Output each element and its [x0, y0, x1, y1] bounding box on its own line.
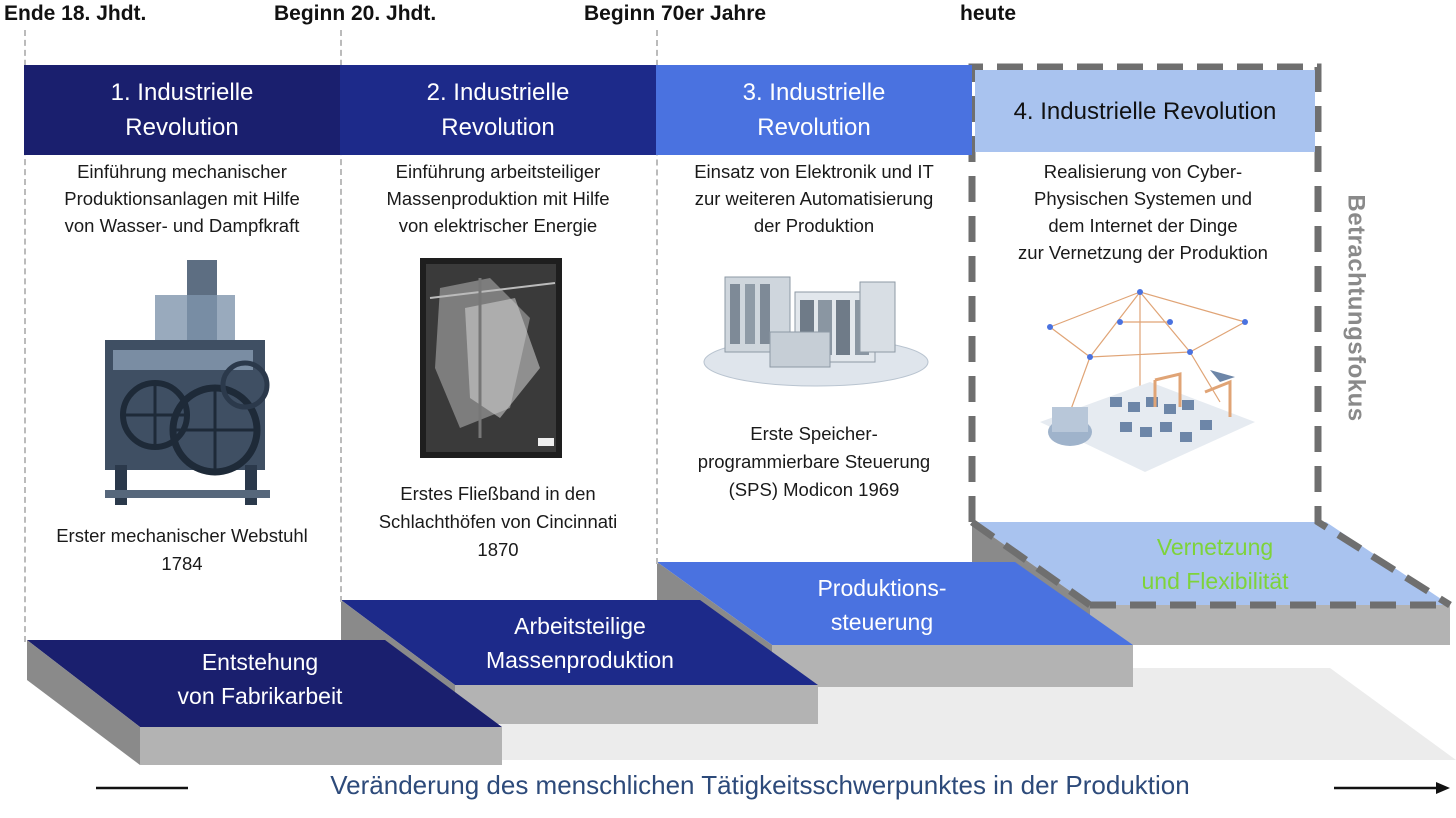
- revolution-3-title-line2: Revolution: [757, 114, 871, 141]
- step-label-line: und Flexibilität: [1141, 568, 1289, 594]
- focus-label: Betrachtungsfokus: [1343, 194, 1371, 422]
- revolution-1-description: Einführung mechanischer Produktionsanlag…: [24, 158, 340, 239]
- step2-front: [455, 685, 818, 724]
- step-label-line: Massenproduktion: [486, 647, 674, 673]
- step4-front: [1090, 605, 1450, 645]
- arrow-head: [1436, 782, 1450, 794]
- description-line: Einsatz von Elektronik und IT: [694, 161, 934, 182]
- column-divider: [656, 30, 658, 564]
- revolution-3-caption: Erste Speicher- programmierbare Steuerun…: [656, 420, 972, 504]
- revolution-2-description: Einführung arbeitsteiliger Massenprodukt…: [340, 158, 656, 239]
- step-1-label: Entstehung von Fabrikarbeit: [130, 645, 390, 713]
- step-2-label: Arbeitsteilige Massenproduktion: [450, 609, 710, 677]
- era-label-2: Beginn 20. Jhdt.: [274, 2, 437, 25]
- step-label-line: Vernetzung: [1156, 534, 1274, 560]
- description-line: Realisierung von Cyber-: [1043, 161, 1243, 182]
- step-4-label: Vernetzung und Flexibilität: [1085, 530, 1345, 598]
- revolution-2-caption: Erstes Fließband in den Schlachthöfen vo…: [340, 480, 656, 564]
- description-line: der Produktion: [753, 215, 875, 236]
- description-line: von elektrischer Energie: [398, 215, 598, 236]
- caption-line: Schlachthöfen von Cincinnati: [378, 511, 618, 532]
- caption-line: Erstes Fließband in den: [400, 483, 596, 504]
- caption-line: 1870: [477, 539, 519, 560]
- step1-top: [27, 640, 502, 727]
- step-label-line: von Fabrikarbeit: [177, 683, 343, 709]
- revolution-4-title: 4. Industrielle Revolution: [1013, 97, 1277, 125]
- step-label-line: Entstehung: [201, 649, 319, 675]
- revolution-4-header: 4. Industrielle Revolution: [975, 70, 1315, 152]
- focus-label-container: Betrachtungsfokus: [1339, 178, 1373, 438]
- revolution-2-header: 2. Industrielle Revolution: [340, 65, 656, 155]
- caption-line: 1784: [161, 553, 203, 574]
- caption-line: programmierbare Steuerung: [697, 451, 931, 472]
- step1-side: [27, 640, 140, 765]
- era-label-4: heute: [960, 2, 1017, 25]
- revolution-1-caption: Erster mechanischer Webstuhl 1784: [24, 522, 340, 578]
- slaughterhouse-photo: [420, 258, 562, 458]
- step4-top: [972, 522, 1450, 605]
- caption-line: Erste Speicher-: [750, 423, 878, 444]
- description-line: Massenproduktion mit Hilfe: [386, 188, 610, 209]
- description-line: Einführung mechanischer: [77, 161, 287, 182]
- plc-modules-image: [703, 276, 929, 387]
- revolution-3-header: 3. Industrielle Revolution: [656, 65, 972, 155]
- revolution-1-header: 1. Industrielle Revolution: [24, 65, 340, 155]
- revolution-3-title-line1: 3. Industrielle: [742, 79, 886, 106]
- step-label-line: Produktions-: [817, 575, 947, 601]
- revolution-1-title-line2: Revolution: [125, 114, 239, 141]
- description-line: zur Vernetzung der Produktion: [1018, 242, 1268, 263]
- revolution-2-title-line1: 2. Industrielle: [426, 79, 570, 106]
- bottom-caption: Veränderung des menschlichen Tätigkeitss…: [330, 770, 1190, 800]
- description-line: zur weiteren Automatisierung: [694, 188, 934, 209]
- mechanical-loom-image: [105, 260, 270, 505]
- step-3-label: Produktions- steuerung: [752, 571, 1012, 639]
- column-divider: [340, 30, 342, 602]
- step3-front: [772, 645, 1133, 687]
- revolution-1-title-line1: 1. Industrielle: [110, 79, 254, 106]
- description-line: von Wasser- und Dampfkraft: [64, 215, 300, 236]
- step3-top: [657, 562, 1133, 645]
- era-label-3: Beginn 70er Jahre: [584, 2, 767, 25]
- step2-top: [341, 600, 818, 685]
- caption-line: (SPS) Modicon 1969: [728, 479, 900, 500]
- step1-front: [140, 727, 502, 765]
- era-label-1: Ende 18. Jhdt.: [4, 2, 147, 25]
- description-line: Einführung arbeitsteiliger: [395, 161, 601, 182]
- smart-factory-illustration: [1040, 289, 1255, 472]
- step-label-line: steuerung: [830, 609, 934, 635]
- focus-dashed-outline: [968, 63, 1452, 608]
- revolution-2-title-line2: Revolution: [441, 114, 555, 141]
- column-divider: [24, 30, 26, 642]
- revolution-3-description: Einsatz von Elektronik und IT zur weiter…: [656, 158, 972, 239]
- description-line: Physischen Systemen und: [1033, 188, 1252, 209]
- revolution-4-description: Realisierung von Cyber- Physischen Syste…: [975, 158, 1311, 266]
- step-label-line: Arbeitsteilige: [514, 613, 646, 639]
- caption-line: Erster mechanischer Webstuhl: [56, 525, 308, 546]
- description-line: Produktionsanlagen mit Hilfe: [64, 188, 300, 209]
- description-line: dem Internet der Dinge: [1048, 215, 1238, 236]
